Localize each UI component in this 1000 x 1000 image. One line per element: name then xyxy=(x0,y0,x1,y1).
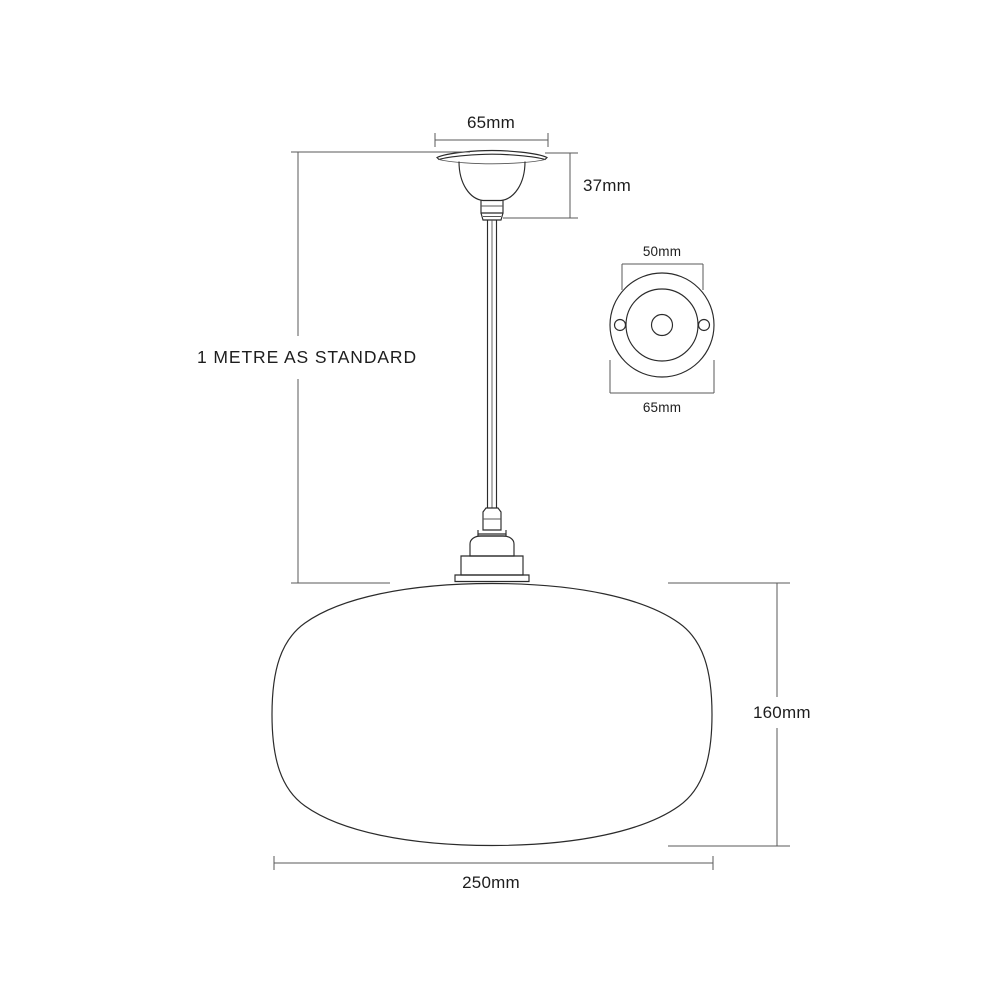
dimension-rose-width: 65mm xyxy=(434,113,549,147)
dimension-rose-plan-inner: 50mm xyxy=(621,244,704,290)
dimension-rose-plan-outer: 65mm xyxy=(609,360,715,415)
suspension-cable xyxy=(486,220,498,508)
dimension-rose-height: 37mm xyxy=(503,152,631,219)
dimension-label-shade-width: 250mm xyxy=(462,873,520,892)
lamp-holder xyxy=(454,507,530,583)
screw-hole-left xyxy=(613,318,627,332)
ceiling-rose-plan-view xyxy=(609,272,715,378)
screw-hole-right xyxy=(697,318,711,332)
ceiling-rose xyxy=(436,149,548,221)
dimension-label-shade-height: 160mm xyxy=(753,703,811,722)
dimension-label-rose-plan-outer: 65mm xyxy=(643,400,681,415)
dimension-label-rose-width: 65mm xyxy=(467,113,515,132)
dimension-label-drop-length: 1 METRE AS STANDARD xyxy=(197,347,417,367)
dimension-shade-width: 250mm xyxy=(273,856,714,892)
dimension-shade-height: 160mm xyxy=(668,582,811,847)
dimension-label-rose-plan-inner: 50mm xyxy=(643,244,681,259)
dimension-drop-length: 1 METRE AS STANDARD xyxy=(197,151,470,584)
glass-shade xyxy=(271,582,713,847)
dimension-label-rose-height: 37mm xyxy=(583,176,631,195)
